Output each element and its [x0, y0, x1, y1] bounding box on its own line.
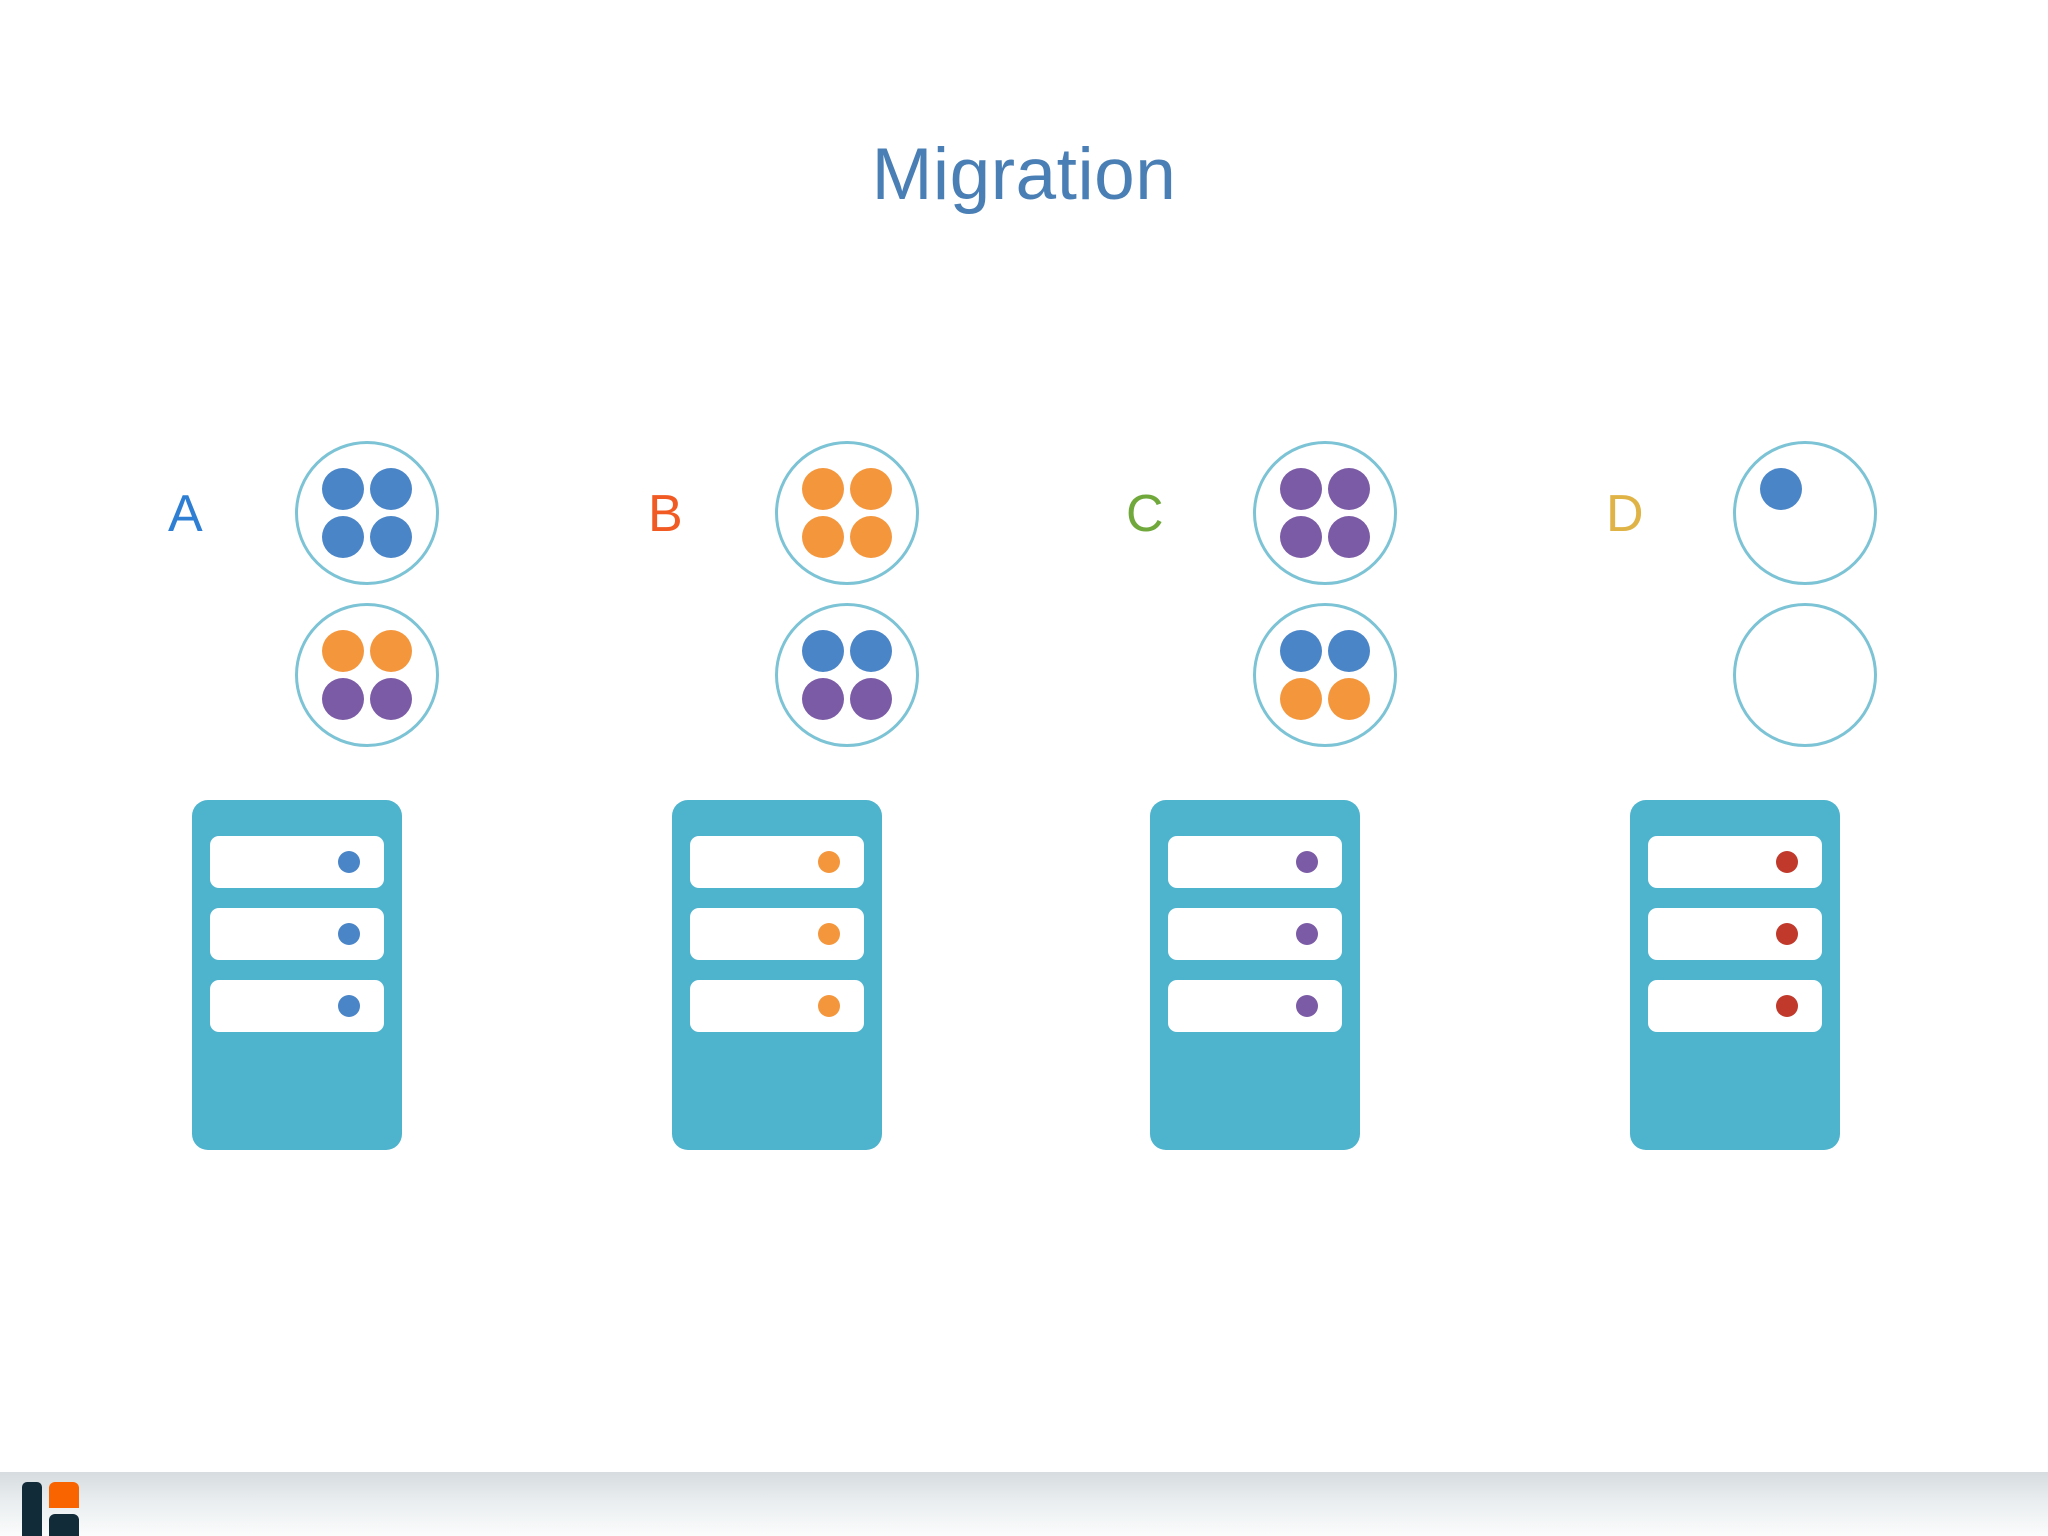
node-dot-purple: [322, 678, 364, 720]
node-dot-blue: [1760, 468, 1802, 510]
node-dot-orange: [370, 630, 412, 672]
group-label-b: B: [648, 485, 683, 543]
page-title: Migration: [871, 134, 1177, 215]
status-led-red: [1776, 851, 1798, 873]
node-dot-blue: [370, 516, 412, 558]
group-c: C: [1108, 430, 1578, 1150]
cluster-b-bottom[interactable]: [775, 603, 919, 747]
server-rack-d[interactable]: [1630, 800, 1840, 1150]
status-led-blue: [338, 995, 360, 1017]
node-dot-empty: [1760, 678, 1802, 720]
server-slot: [1648, 836, 1822, 888]
node-dot-purple: [1328, 468, 1370, 510]
node-dot-orange: [1328, 678, 1370, 720]
server-slot: [1168, 980, 1342, 1032]
status-led-orange: [818, 851, 840, 873]
node-dot-blue: [802, 630, 844, 672]
node-dot-empty: [1808, 678, 1850, 720]
status-led-red: [1776, 995, 1798, 1017]
dot-grid: [319, 465, 415, 561]
dot-grid: [1757, 465, 1853, 561]
logo-square-orange-icon: [49, 1482, 79, 1508]
group-label-d: D: [1606, 485, 1644, 543]
dot-grid: [799, 627, 895, 723]
group-d: D: [1588, 430, 2048, 1150]
node-dot-empty: [1760, 516, 1802, 558]
node-dot-orange: [1280, 678, 1322, 720]
node-dot-empty: [1808, 630, 1850, 672]
dot-grid: [1757, 627, 1853, 723]
footer-bar: [0, 1472, 2048, 1536]
node-dot-blue: [370, 468, 412, 510]
server-slot: [1168, 836, 1342, 888]
status-led-purple: [1296, 851, 1318, 873]
node-dot-blue: [1280, 630, 1322, 672]
company-logo: [22, 1482, 80, 1536]
server-slot: [690, 980, 864, 1032]
group-label-a: A: [168, 485, 203, 543]
status-led-purple: [1296, 995, 1318, 1017]
dot-grid: [319, 627, 415, 723]
node-dot-blue: [850, 630, 892, 672]
node-dot-orange: [802, 516, 844, 558]
status-led-orange: [818, 923, 840, 945]
server-slot: [690, 908, 864, 960]
status-led-red: [1776, 923, 1798, 945]
server-slot: [210, 836, 384, 888]
status-led-blue: [338, 851, 360, 873]
node-dot-empty: [1808, 516, 1850, 558]
server-slot: [690, 836, 864, 888]
logo-square-dark-icon: [49, 1514, 79, 1536]
group-a: A: [150, 430, 620, 1150]
server-rack-c[interactable]: [1150, 800, 1360, 1150]
dot-grid: [799, 465, 895, 561]
status-led-orange: [818, 995, 840, 1017]
server-rack-b[interactable]: [672, 800, 882, 1150]
cluster-a-top[interactable]: [295, 441, 439, 585]
node-dot-orange: [850, 516, 892, 558]
server-rack-a[interactable]: [192, 800, 402, 1150]
node-dot-empty: [1760, 630, 1802, 672]
server-slot: [1648, 908, 1822, 960]
cluster-b-top[interactable]: [775, 441, 919, 585]
status-led-purple: [1296, 923, 1318, 945]
node-dot-purple: [850, 678, 892, 720]
node-dot-purple: [1280, 516, 1322, 558]
cluster-c-bottom[interactable]: [1253, 603, 1397, 747]
node-dot-purple: [1280, 468, 1322, 510]
server-slot: [1168, 908, 1342, 960]
server-slot: [210, 980, 384, 1032]
cluster-c-top[interactable]: [1253, 441, 1397, 585]
node-dot-purple: [370, 678, 412, 720]
dot-grid: [1277, 627, 1373, 723]
node-dot-orange: [850, 468, 892, 510]
cluster-d-bottom[interactable]: [1733, 603, 1877, 747]
cluster-a-bottom[interactable]: [295, 603, 439, 747]
node-dot-blue: [322, 516, 364, 558]
logo-bar-icon: [22, 1482, 42, 1536]
node-dot-orange: [802, 468, 844, 510]
server-slot: [1648, 980, 1822, 1032]
node-dot-purple: [802, 678, 844, 720]
server-slot: [210, 908, 384, 960]
dot-grid: [1277, 465, 1373, 561]
node-dot-blue: [322, 468, 364, 510]
node-dot-blue: [1328, 630, 1370, 672]
group-label-c: C: [1126, 485, 1164, 543]
node-dot-orange: [322, 630, 364, 672]
status-led-blue: [338, 923, 360, 945]
node-dot-empty: [1808, 468, 1850, 510]
group-b: B: [630, 430, 1100, 1150]
cluster-d-top[interactable]: [1733, 441, 1877, 585]
node-dot-purple: [1328, 516, 1370, 558]
